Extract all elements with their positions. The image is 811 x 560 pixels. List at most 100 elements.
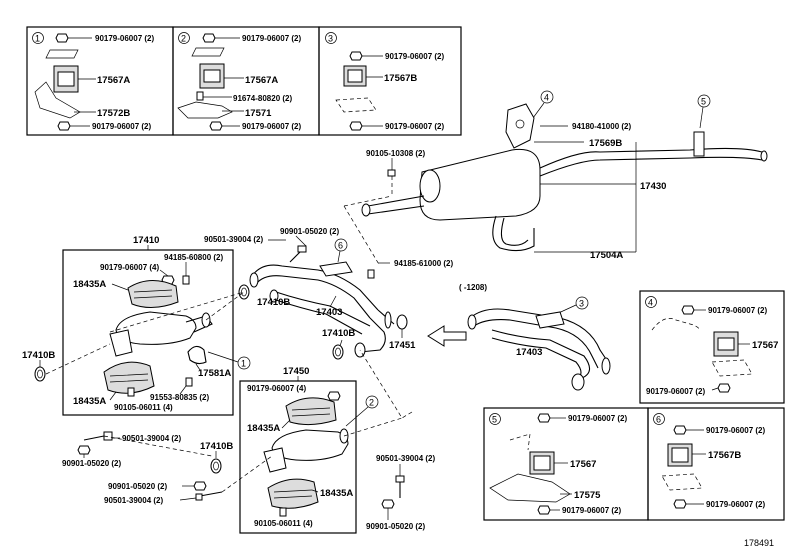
inset1-part-17567a: 17567A [97, 75, 130, 86]
inset6-part-17567b: 17567B [708, 450, 741, 461]
nut-icon [77, 445, 91, 455]
nut-icon [673, 499, 687, 509]
label-17403-b: 17403 [516, 347, 542, 358]
inset5-part-nut-top: 90179-06007 (2) [568, 414, 627, 423]
bolt-icon [395, 475, 405, 483]
right-bolts: 90501-39004 (2) 90901-05020 (2) [366, 454, 435, 531]
label-17569b: 17569B [589, 138, 622, 149]
inset-4: 4 90179-06007 (2) 17567 90179-06007 (2) [639, 290, 785, 404]
bolt-icon [279, 507, 287, 517]
label-90105-06011-4: 90105-06011 (4) [114, 403, 173, 412]
bolt-icon [367, 269, 375, 279]
callout-2-main: 2 [369, 398, 374, 408]
converter-17410: 17410 94185-60800 (2) 90179-06007 (4) 18… [62, 235, 251, 416]
label-90501-39004-c: 90501-39004 (2) [104, 496, 163, 505]
label-17504a: 17504A [590, 250, 623, 261]
label-90901-05020-a: 90901-05020 (2) [280, 227, 339, 236]
nut-icon [717, 383, 731, 393]
nut-icon [57, 121, 71, 131]
nut-icon [349, 121, 363, 131]
inset2-part-bolt: 91674-80820 (2) [233, 94, 292, 103]
label-90501-39004-b: 90501-39004 (2) [122, 434, 181, 443]
inset2-part-nut-bottom: 90179-06007 (2) [242, 122, 301, 131]
inset6-part-nut-bottom: 90179-06007 (2) [706, 500, 765, 509]
label-18435a-c: 18435A [247, 423, 280, 434]
converter-17450: 17450 90179-06007 (4) 2 18435A 18435A 90… [239, 366, 379, 534]
callout-4: 4 [544, 93, 549, 103]
inset2-part-17567a: 17567A [245, 75, 278, 86]
muffler [419, 148, 541, 221]
inset1-part-nut-bottom: 90179-06007 (2) [92, 122, 151, 131]
label-bracket-note: ( -1208) [459, 283, 487, 292]
inset4-part-nut-bottom: 90179-06007 (2) [646, 387, 705, 396]
inset-6: 6 90179-06007 (2) 17567B 90179-06007 (2) [647, 407, 785, 521]
label-17410: 17410 [133, 235, 159, 246]
label-18435a-b: 18435A [73, 396, 106, 407]
diagram-id: 178491 [744, 538, 774, 548]
inset4-part-nut-top: 90179-06007 (2) [708, 306, 767, 315]
label-94185-61000: 94185-61000 (2) [394, 259, 453, 268]
label-17451: 17451 [389, 340, 416, 351]
bolt-icon [387, 169, 396, 177]
inset1-part-nut-top: 90179-06007 (2) [95, 34, 154, 43]
lower-left-bolts: 90501-39004 (2) 90901-05020 (2) [62, 431, 181, 468]
callout-1-label: 1 [35, 34, 40, 44]
bolt-icon [182, 275, 190, 285]
catalytic-converter [271, 429, 349, 461]
callout-2-label: 2 [181, 34, 186, 44]
label-17410b-c: 17410B [200, 441, 233, 452]
label-90901-05020-d: 90901-05020 (2) [366, 522, 425, 531]
label-17581a: 17581A [198, 368, 231, 379]
nut-icon [327, 391, 341, 401]
inset5-part-17567: 17567 [570, 459, 596, 470]
label-91553: 91553-80835 (2) [150, 393, 209, 402]
main-muffler-assembly: 4 5 94180-41000 (2) 17569B 17430 17504A [361, 90, 768, 261]
label-90901-05020-c: 90901-05020 (2) [108, 482, 167, 491]
callout-3-label: 3 [328, 34, 333, 44]
label-90105-10308: 90105-10308 (2) [366, 149, 425, 158]
label-90179-06007-4b: 90179-06007 (4) [247, 384, 306, 393]
callout-6-label: 6 [656, 415, 661, 425]
inset3-part-nut-top: 90179-06007 (2) [385, 52, 444, 61]
bolt-icon [196, 91, 204, 101]
label-90105-06011-4b: 90105-06011 (4) [254, 519, 313, 528]
inset4-part-17567: 17567 [752, 340, 778, 351]
nut-icon [537, 413, 551, 423]
callout-5-label: 5 [492, 415, 497, 425]
inset-1: 1 90179-06007 (2) 17567A 17572B 90179-06… [26, 26, 174, 136]
nut-icon [209, 121, 223, 131]
nut-icon [349, 51, 363, 61]
label-90501-39004-a: 90501-39004 (2) [204, 235, 263, 244]
nut-icon [193, 481, 207, 491]
label-94180: 94180-41000 (2) [572, 122, 631, 131]
nut-icon [202, 33, 216, 43]
inset5-part-nut-bottom: 90179-06007 (2) [562, 506, 621, 515]
callout-6: 6 [338, 241, 343, 251]
callout-1-main: 1 [241, 359, 246, 369]
nut-icon [537, 505, 551, 515]
dashed-connectors [103, 195, 413, 493]
label-18435a-d: 18435A [320, 488, 353, 499]
bolt-icon [297, 245, 307, 253]
callout-3-main: 3 [579, 299, 584, 309]
bolt-icon [127, 387, 135, 397]
inset3-part-nut-bottom: 90179-06007 (2) [385, 122, 444, 131]
inset1-part-17572b: 17572B [97, 108, 130, 119]
callout-4-label: 4 [648, 298, 653, 308]
label-17430: 17430 [640, 181, 666, 192]
label-17410b-b: 17410B [322, 328, 355, 339]
label-94185-60800: 94185-60800 (2) [164, 253, 223, 262]
nut-icon [681, 305, 695, 315]
nut-icon [673, 425, 687, 435]
label-90179-06007-4: 90179-06007 (4) [100, 263, 159, 272]
gasket-middle: 17410B 90901-05020 (2) 90501-39004 (2) [104, 441, 233, 505]
inset6-part-nut-top: 90179-06007 (2) [706, 426, 765, 435]
label-90501-39004-d: 90501-39004 (2) [376, 454, 435, 463]
inset2-part-17571: 17571 [245, 108, 272, 119]
inset-5: 5 90179-06007 (2) 17567 17575 90179-0600… [483, 407, 649, 521]
center-pipe-assembly: 90901-05020 (2) 90501-39004 (2) 6 94185-… [204, 227, 467, 360]
alt-center-pipe: ( -1208) 3 17403 [459, 283, 611, 391]
arrow-icon [427, 325, 467, 347]
